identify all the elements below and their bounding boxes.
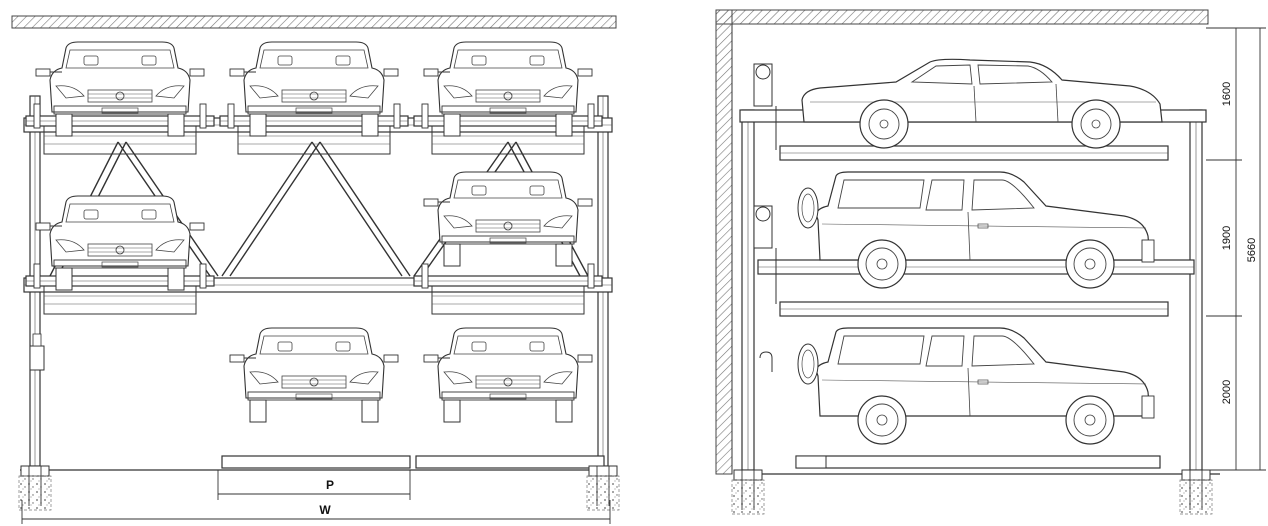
dim-pitch: P xyxy=(217,470,411,500)
dim-pitch-label: P xyxy=(326,478,334,492)
dim-width-label: W xyxy=(319,503,331,517)
front-middle-level xyxy=(25,171,603,315)
dim-middle-label: 1900 xyxy=(1221,226,1233,250)
dim-width: W xyxy=(21,500,611,524)
control-box xyxy=(29,333,45,371)
front-top-level xyxy=(25,41,603,155)
front-bottom-level xyxy=(221,327,605,469)
suv-bottom xyxy=(797,327,1155,445)
side-dimensions xyxy=(1206,27,1266,471)
sedan-top xyxy=(801,58,1163,149)
dim-lower-label: 2000 xyxy=(1221,380,1233,404)
dim-total-label: 5660 xyxy=(1246,238,1258,262)
drive-motors xyxy=(753,63,827,469)
side-view: 1600 1900 2000 5660 xyxy=(715,9,1266,515)
front-view: P W xyxy=(11,15,620,524)
side-wall-hatch xyxy=(715,9,733,475)
ceiling-hatch xyxy=(11,15,617,29)
side-ceiling-hatch xyxy=(715,9,1209,25)
dim-upper-label: 1600 xyxy=(1221,82,1233,106)
